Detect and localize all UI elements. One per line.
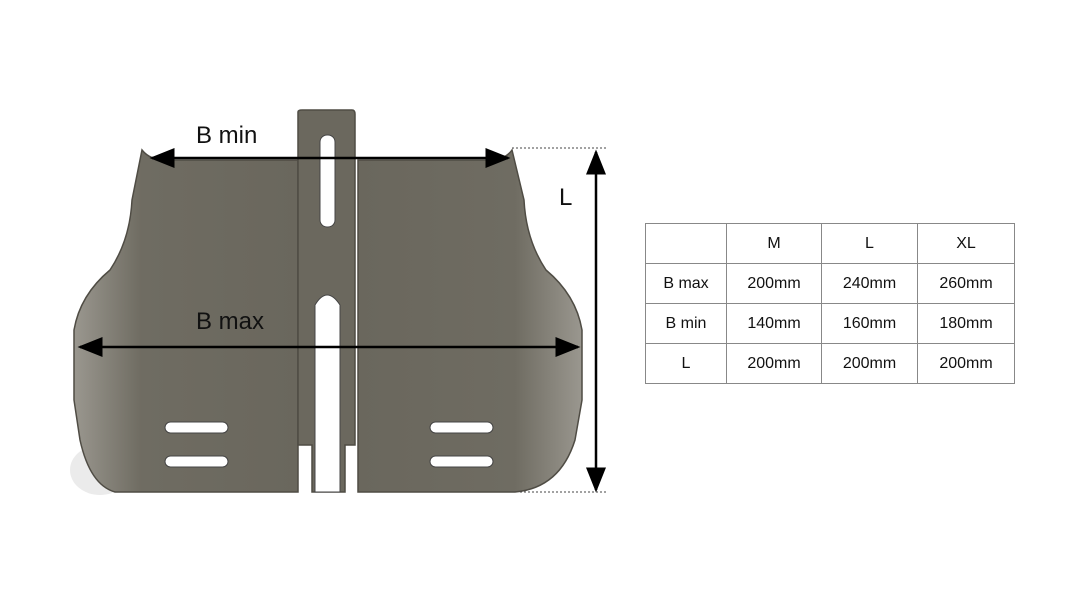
header-cell: M: [726, 223, 822, 264]
header-cell: [645, 223, 727, 264]
size-table: M L XL B max 200mm 240mm 260mm B min 140…: [645, 223, 1015, 384]
row-label: B min: [645, 303, 727, 344]
table-cell: 200mm: [726, 263, 822, 304]
left-panel: [73, 148, 299, 493]
table-header-row: M L XL: [645, 223, 1015, 264]
right-panel: [357, 148, 583, 493]
row-label: L: [645, 343, 727, 384]
l-label: L: [559, 184, 573, 211]
slot-left-1: [164, 421, 229, 434]
mudguard-part: [70, 109, 583, 495]
table-cell: 240mm: [821, 263, 918, 304]
b-max-label: B max: [196, 308, 265, 335]
header-cell: XL: [917, 223, 1015, 264]
table-cell: 200mm: [726, 343, 822, 384]
table-cell: 200mm: [917, 343, 1015, 384]
slot-right-1: [429, 421, 494, 434]
lower-opening: [314, 294, 341, 493]
b-min-label: B min: [196, 122, 258, 149]
header-cell: L: [821, 223, 918, 264]
table-row: B min 140mm 160mm 180mm: [645, 303, 1015, 344]
row-label: B max: [645, 263, 727, 304]
table-cell: 260mm: [917, 263, 1015, 304]
table-cell: 200mm: [821, 343, 918, 384]
table-cell: 160mm: [821, 303, 918, 344]
slot-left-2: [164, 455, 229, 468]
table-cell: 140mm: [726, 303, 822, 344]
slot-right-2: [429, 455, 494, 468]
table-cell: 180mm: [917, 303, 1015, 344]
upper-slot: [319, 134, 336, 228]
table-row: L 200mm 200mm 200mm: [645, 343, 1015, 384]
table-row: B max 200mm 240mm 260mm: [645, 263, 1015, 304]
